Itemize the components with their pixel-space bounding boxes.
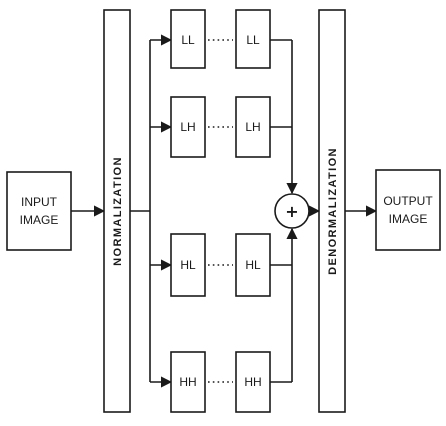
band-hh-left: HH bbox=[179, 375, 196, 389]
band-hl-left: HL bbox=[180, 258, 196, 272]
normalization-label: NORMALIZATION bbox=[112, 156, 124, 266]
band-ll-left: LL bbox=[181, 33, 195, 47]
band-row-lh: LH LH bbox=[170, 96, 271, 158]
band-ll-right: LL bbox=[246, 33, 260, 47]
band-hh-right: HH bbox=[244, 375, 261, 389]
output-label-line2: IMAGE bbox=[389, 212, 428, 226]
input-label-line2: IMAGE bbox=[20, 213, 59, 227]
band-row-hl: HL HL bbox=[170, 233, 271, 297]
plus-symbol: + bbox=[285, 202, 298, 221]
band-hl-right: HL bbox=[245, 258, 261, 272]
input-image-block: INPUT IMAGE bbox=[6, 171, 72, 251]
band-lh-right: LH bbox=[245, 120, 260, 134]
output-label-line1: OUTPUT bbox=[383, 194, 433, 208]
summation-node: + bbox=[274, 193, 310, 229]
merge-wires bbox=[270, 39, 298, 383]
band-row-hh: HH HH bbox=[170, 351, 271, 413]
denormalization-label: DENORMALIZATION bbox=[327, 147, 339, 275]
band-lh-left: LH bbox=[180, 120, 195, 134]
branch-wires bbox=[130, 34, 173, 388]
input-label-line1: INPUT bbox=[21, 195, 58, 209]
output-image-block: OUTPUT IMAGE bbox=[375, 169, 441, 251]
normalization-block: NORMALIZATION bbox=[103, 9, 131, 413]
denormalization-block: DENORMALIZATION bbox=[318, 9, 346, 413]
band-row-ll: LL LL bbox=[170, 9, 271, 69]
